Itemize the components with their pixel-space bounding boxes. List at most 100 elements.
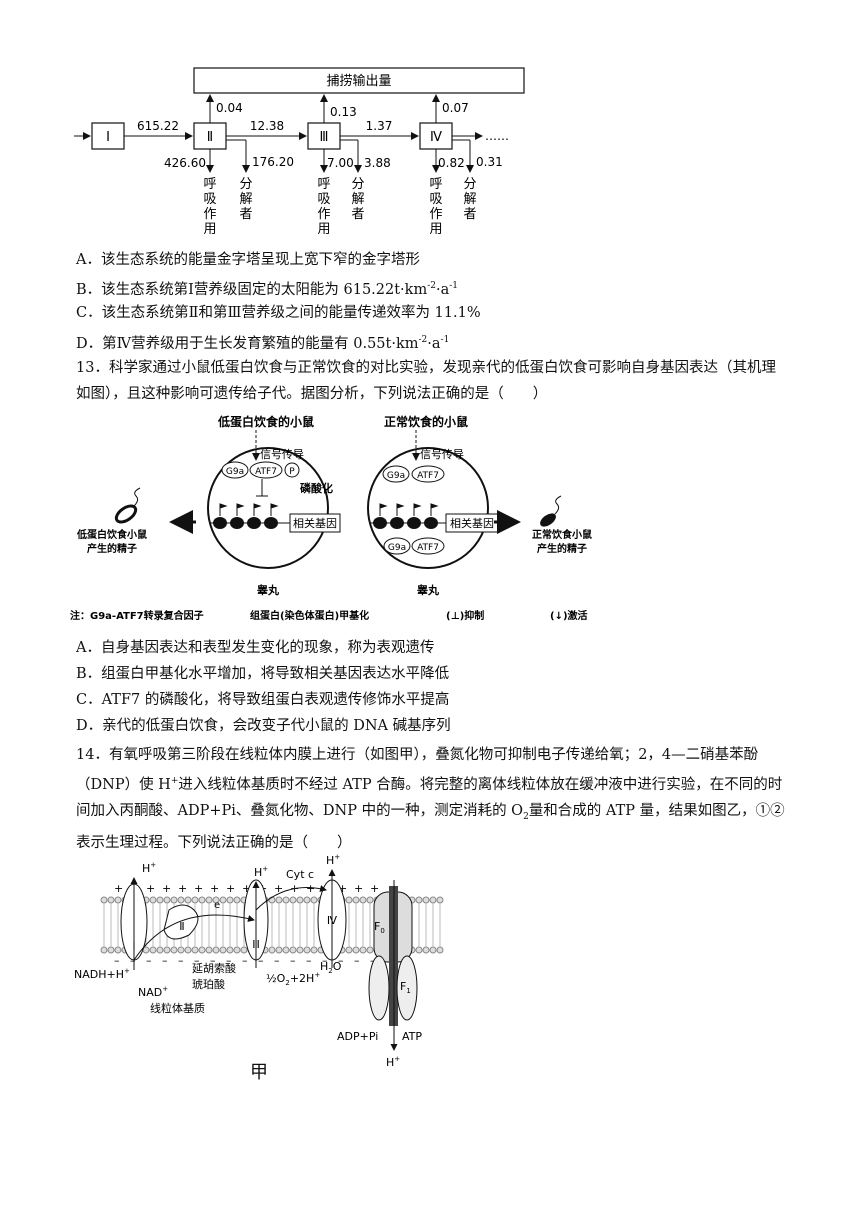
decomp-value-3: 3.88 xyxy=(364,156,391,170)
electron-label: e xyxy=(214,900,220,911)
option-text: 该生态系统第Ⅰ营养级固定的太阳能为 615.22t·km xyxy=(101,281,428,298)
lipid-head xyxy=(156,896,164,904)
electron-transport-figure: +–+–+–+–+–+–+–+–+–+–+–+–+–+–+–+–+– Ⅰ Ⅱ Ⅲ… xyxy=(74,853,444,1069)
option-letter: D． xyxy=(76,718,103,734)
right-gene: 相关基因 xyxy=(450,516,494,530)
vertical-label-char: 用 xyxy=(203,222,216,237)
flow-value-3: 1.37 xyxy=(366,119,393,133)
option-text: 亲代的低蛋白饮食，会改变子代小鼠的 DNA 碱基序列 xyxy=(102,718,451,734)
lipid-head xyxy=(275,946,283,954)
nucleosome xyxy=(213,517,227,529)
stem-part: 进入线粒体基质时不经过 ATP 合酶。将完整的离体线粒体放在缓冲液中进行实验，在… xyxy=(76,776,783,819)
q13-option-d[interactable]: D．亲代的低蛋白饮食，会改变子代小鼠的 DNA 碱基序列 xyxy=(76,715,451,737)
stem-part: 量和合成的 ATP 量，结果如图乙，①②表示生理过程。下列说法正确的是（ ） xyxy=(76,802,785,851)
left-gene: 相关基因 xyxy=(293,516,337,530)
level-3-label: Ⅲ xyxy=(320,130,329,145)
plus-charge: + xyxy=(354,882,363,895)
capture-value-2: 0.04 xyxy=(216,101,243,115)
q12-option-b[interactable]: B．该生态系统第Ⅰ营养级固定的太阳能为 615.22t·km-2·a-1 xyxy=(76,275,458,301)
right-sperm-label-1: 正常饮食小鼠 xyxy=(532,528,592,541)
plus-charge: + xyxy=(274,882,283,895)
lipid-head xyxy=(268,896,276,904)
figure-note: 注：G9a-ATF7转录复合因子 xyxy=(70,609,204,622)
lipid-head xyxy=(191,896,199,904)
lipid-head xyxy=(177,946,185,954)
lipid-head xyxy=(310,896,318,904)
q12-option-c[interactable]: C．该生态系统第Ⅱ和第Ⅲ营养级之间的能量传递效率为 11.1% xyxy=(76,302,481,324)
minus-charge: – xyxy=(306,954,312,967)
option-letter: C． xyxy=(76,305,102,321)
plus-charge: + xyxy=(226,882,235,895)
methylation-flag xyxy=(236,503,245,516)
capture-value-4: 0.07 xyxy=(442,101,469,115)
vertical-label-char: 作 xyxy=(203,207,216,222)
lipid-head xyxy=(415,896,423,904)
flow-value-1: 615.22 xyxy=(137,119,179,133)
h-plus-bottom: H+ xyxy=(386,1055,400,1069)
cytc-label: Cyt c xyxy=(286,868,314,881)
lipid-head xyxy=(303,896,311,904)
vertical-label-char: 解 xyxy=(239,192,252,207)
lipid-head xyxy=(310,946,318,954)
minus-charge: – xyxy=(258,954,264,967)
succinate-label: 琥珀酸 xyxy=(192,977,225,991)
lipid-head xyxy=(359,896,367,904)
nucleosome xyxy=(373,517,387,529)
vertical-label-char: 呼 xyxy=(317,177,330,192)
superscript: + xyxy=(170,776,179,786)
capture-value-3: 0.13 xyxy=(330,105,357,119)
q12-option-a[interactable]: A．该生态系统的能量金字塔呈现上宽下窄的金字塔形 xyxy=(76,249,420,271)
option-text: 第Ⅳ营养级用于生长发育繁殖的能量有 0.55t·km xyxy=(102,335,419,352)
superscript: -1 xyxy=(449,281,459,291)
vertical-label-char: 解 xyxy=(351,192,364,207)
option-letter: B． xyxy=(76,281,102,298)
complex-2-label: Ⅱ xyxy=(179,920,184,933)
right-title: 正常饮食的小鼠 xyxy=(384,414,468,429)
q13-option-a[interactable]: A．自身基因表达和表型发生变化的现象，称为表观遗传 xyxy=(76,637,434,659)
lipid-head xyxy=(345,946,353,954)
nucleosome xyxy=(407,517,421,529)
superscript: -2 xyxy=(418,335,428,345)
decomp-value-2: 176.20 xyxy=(252,155,294,169)
option-text-mid: ·a xyxy=(435,281,450,298)
lipid-head xyxy=(184,946,192,954)
option-letter: D． xyxy=(76,335,103,352)
left-signal: 信号传导 xyxy=(260,448,304,461)
q13-option-c[interactable]: C．ATF7 的磷酸化，将导致组蛋白表观遗传修饰水平提高 xyxy=(76,689,449,711)
stem-part: 14．有氧呼吸第三阶段在线粒体内膜上进行（如图甲），叠氮化物可抑制电子传递给氧；… xyxy=(76,747,759,793)
vertical-label-char: 用 xyxy=(317,222,330,237)
nadh-label: NADH+H+ xyxy=(74,967,130,981)
q13-option-b[interactable]: B．组蛋白甲基化水平增加，将导致相关基因表达水平降低 xyxy=(76,663,449,685)
plus-charge: + xyxy=(194,882,203,895)
lipid-head xyxy=(149,896,157,904)
lipid-head xyxy=(107,946,115,954)
lipid-head xyxy=(170,896,178,904)
option-text: 该生态系统的能量金字塔呈现上宽下窄的金字塔形 xyxy=(100,252,420,268)
vertical-label-char: 用 xyxy=(429,222,442,237)
right-g9a-bottom: G9a xyxy=(388,543,406,553)
nucleosome xyxy=(230,517,244,529)
lipid-head xyxy=(429,946,437,954)
lipid-head xyxy=(352,946,360,954)
option-text: 自身基因表达和表型发生变化的现象，称为表观遗传 xyxy=(100,640,435,656)
right-signal: 信号传导 xyxy=(420,448,464,461)
resp-value-2: 426.60 xyxy=(164,156,206,170)
methylation-flag xyxy=(219,503,228,516)
option-text: ATF7 的磷酸化，将导致组蛋白表观遗传修饰水平提高 xyxy=(101,692,450,708)
option-letter: A． xyxy=(76,252,101,268)
f1-left xyxy=(368,955,390,1021)
nad-label: NAD+ xyxy=(138,985,168,999)
lipid-head xyxy=(233,946,241,954)
q13-stem: 13．科学家通过小鼠低蛋白饮食与正常饮食的对比实验，发现亲代的低蛋白饮食可影响自… xyxy=(76,360,776,402)
epigenetics-figure: 低蛋白饮食的小鼠 正常饮食的小鼠 信号传导 G9a ATF7 P 磷酸化 相关基… xyxy=(70,414,592,622)
lipid-head xyxy=(226,896,234,904)
lipid-head xyxy=(219,946,227,954)
lipid-head xyxy=(198,946,206,954)
minus-charge: – xyxy=(242,954,248,967)
minus-charge: – xyxy=(194,954,200,967)
subscript: 2 xyxy=(523,811,529,822)
minus-charge: – xyxy=(226,954,232,967)
q12-option-d[interactable]: D．第Ⅳ营养级用于生长发育繁殖的能量有 0.55t·km-2·a-1 xyxy=(76,329,449,355)
minus-charge: – xyxy=(210,954,216,967)
methylation-flag xyxy=(379,503,388,516)
